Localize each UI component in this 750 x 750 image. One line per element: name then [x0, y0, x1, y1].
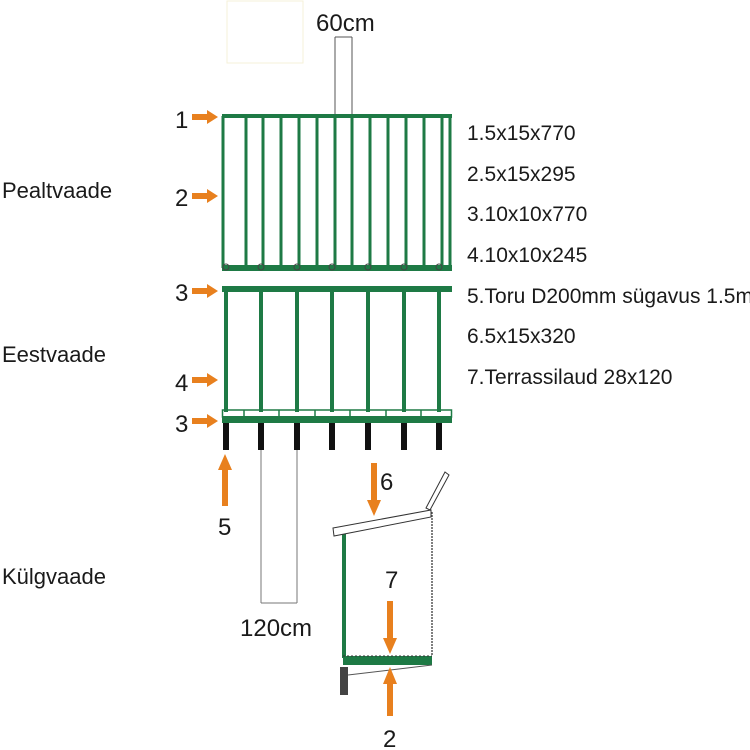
- post: [330, 292, 334, 412]
- joist: [440, 116, 444, 268]
- pile: [329, 423, 335, 450]
- view-label-top: Pealtvaade: [2, 178, 112, 203]
- post: [224, 292, 228, 412]
- arrow-5-icon: [218, 454, 232, 506]
- callout-3-bottom: 3: [175, 411, 188, 438]
- top-view: [221, 114, 452, 271]
- dimension-60cm-label: 60cm: [316, 10, 375, 37]
- front-view: [221, 286, 453, 450]
- joist: [315, 116, 319, 268]
- post: [259, 292, 263, 412]
- joist: [422, 116, 426, 268]
- pile: [258, 423, 264, 450]
- arrow-3b-icon: [192, 414, 218, 428]
- dimension-120cm-label: 120cm: [240, 615, 312, 642]
- side-view: 6 7 2: [332, 463, 450, 750]
- joist: [221, 116, 225, 268]
- joist: [244, 116, 248, 268]
- top-rail: [222, 114, 452, 118]
- pile: [223, 423, 229, 450]
- dimension-120cm: [260, 450, 298, 604]
- post: [366, 292, 370, 412]
- callout-7: 7: [385, 567, 398, 594]
- joist: [368, 116, 372, 268]
- joist: [333, 116, 337, 268]
- post: [437, 292, 441, 412]
- joist: [279, 116, 283, 268]
- joist: [297, 116, 301, 268]
- materials-legend: 1.5x15x770 2.5x15x295 3.10x10x770 4.10x10x2…: [467, 122, 750, 389]
- callout-2-side: 2: [383, 726, 396, 750]
- legend-item: 7.Terrassilaud 28x120: [467, 366, 672, 389]
- legend-item: 2.5x15x295: [467, 163, 576, 186]
- pile: [436, 423, 442, 450]
- arrow-2-icon: [192, 189, 218, 203]
- callout-5: 5: [218, 514, 231, 541]
- legend-item: 3.10x10x770: [467, 203, 587, 226]
- front-post: [342, 534, 346, 658]
- arrow-6-icon: [367, 463, 381, 516]
- callout-3-top: 3: [175, 280, 188, 307]
- pile-marker: [222, 263, 230, 271]
- joist: [448, 116, 452, 268]
- callout-6: 6: [380, 469, 393, 496]
- pile-marker: [328, 263, 336, 271]
- pile-marker: [257, 263, 265, 271]
- callout-1: 1: [175, 107, 188, 134]
- pile-marker: [435, 263, 443, 271]
- arrow-1-icon: [192, 110, 218, 124]
- joist: [404, 116, 408, 268]
- view-label-side: Külgvaade: [2, 564, 106, 589]
- bottom-beam: [222, 416, 452, 423]
- arrow-2-side-icon: [383, 667, 397, 716]
- pile-marker: [400, 263, 408, 271]
- top-beam: [222, 286, 452, 292]
- legend-item: 5.Toru D200mm sügavus 1.5m: [467, 285, 750, 308]
- pile: [365, 423, 371, 450]
- arrow-4-icon: [192, 373, 218, 387]
- post: [295, 292, 299, 412]
- arrow-3-icon: [192, 284, 218, 298]
- post: [402, 292, 406, 412]
- legend-item: 1.5x15x770: [467, 122, 576, 145]
- pile: [340, 667, 348, 695]
- arrow-7-icon: [383, 601, 397, 654]
- hinged-board: [425, 471, 450, 511]
- legend-item: 4.10x10x245: [467, 244, 587, 267]
- callout-4: 4: [175, 370, 188, 397]
- joist: [350, 116, 354, 268]
- pile: [401, 423, 407, 450]
- pile-marker: [364, 263, 372, 271]
- callout-2: 2: [175, 185, 188, 212]
- joist: [386, 116, 390, 268]
- bottom-beam: [222, 265, 452, 271]
- view-label-front: Eestvaade: [2, 342, 106, 367]
- pile: [294, 423, 300, 450]
- blank-frame: [226, 0, 304, 64]
- dimension-60cm: [334, 36, 353, 116]
- legend-item: 6.5x15x320: [467, 325, 576, 348]
- floor-beam: [343, 656, 432, 665]
- joist: [261, 116, 265, 268]
- decking-outline: [221, 409, 453, 418]
- pile-marker: [293, 263, 301, 271]
- roof-board: [332, 509, 432, 537]
